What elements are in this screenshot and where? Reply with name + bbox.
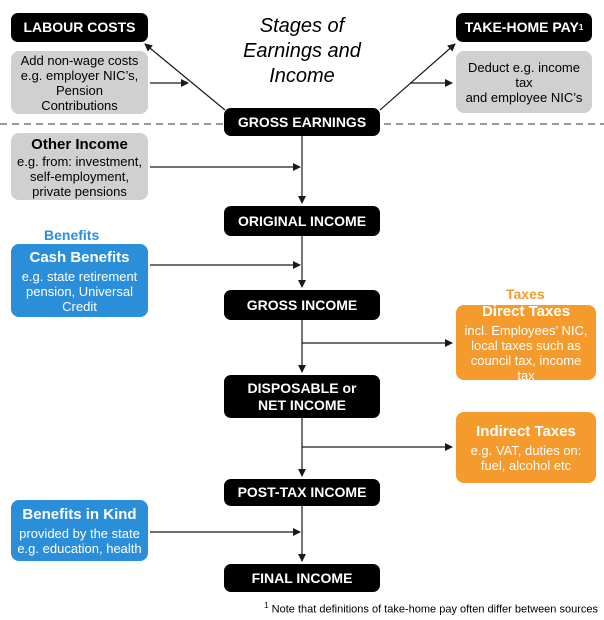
note-line: e.g. VAT, duties on: <box>470 443 582 458</box>
arrow-gross-to-takehome <box>379 43 456 111</box>
stage-label: POST-TAX INCOME <box>237 484 367 500</box>
note-line: private pensions <box>32 183 127 199</box>
direct-taxes-heading: Direct Taxes <box>481 303 571 320</box>
benefits-in-kind-box: Benefits in Kind provided by the state e… <box>11 500 148 561</box>
title-line: Income <box>269 65 335 87</box>
footnote-marker: 1 <box>578 23 584 32</box>
take-home-pay-note: Deduct e.g. income tax and employee NIC’… <box>456 51 592 113</box>
taxes-label: Taxes <box>506 286 545 302</box>
diagram-title: Stages of Earnings and Income <box>222 14 382 89</box>
note-line: e.g. state retirement <box>21 268 138 284</box>
note-line: pension, Universal <box>26 283 133 299</box>
note-line: e.g. education, health <box>17 541 142 556</box>
other-income-heading: Other Income <box>31 135 128 153</box>
note-line: e.g. employer NIC’s, <box>20 67 139 83</box>
note-line: incl. Employees’ NIC, <box>464 323 588 338</box>
labour-costs-box: LABOUR COSTS <box>11 13 148 42</box>
stage-gross-earnings: GROSS EARNINGS <box>224 108 380 136</box>
cash-benefits-box: Cash Benefits e.g. state retirement pens… <box>11 244 148 317</box>
stage-gross-income: GROSS INCOME <box>224 290 380 320</box>
benefits-in-kind-heading: Benefits in Kind <box>22 506 137 523</box>
note-line: e.g. from: investment, <box>17 153 142 169</box>
labour-costs-label: LABOUR COSTS <box>23 19 136 35</box>
stage-final-income: FINAL INCOME <box>224 564 380 592</box>
cash-benefits-heading: Cash Benefits <box>29 248 130 266</box>
note-line: Add non-wage costs <box>20 52 139 68</box>
note-line: Deduct e.g. income tax <box>467 59 580 90</box>
note-line: council tax, income tax <box>470 353 582 383</box>
note-line: and employee NIC’s <box>465 89 583 105</box>
direct-taxes-box: Direct Taxes incl. Employees’ NIC, local… <box>456 303 596 383</box>
indirect-taxes-heading: Indirect Taxes <box>476 423 576 440</box>
note-line: fuel, alcohol etc <box>480 458 572 473</box>
stage-post-tax-income: POST-TAX INCOME <box>224 479 380 506</box>
stage-label: FINAL INCOME <box>251 569 353 586</box>
footnote-text: Note that definitions of take-home pay o… <box>268 603 598 616</box>
note-line: Credit <box>62 298 97 314</box>
stage-label: ORIGINAL INCOME <box>237 212 367 229</box>
note-line: Pension <box>56 82 103 98</box>
other-income-box: Other Income e.g. from: investment, self… <box>11 133 148 200</box>
labour-costs-note: Add non-wage costs e.g. employer NIC’s, … <box>11 51 148 114</box>
title-line: Stages of <box>259 15 345 37</box>
note-line: Contributions <box>41 97 118 113</box>
stage-label: GROSS INCOME <box>246 296 358 313</box>
stage-disposable-income: DISPOSABLE or NET INCOME <box>224 375 380 418</box>
take-home-pay-label: TAKE-HOME PAY <box>464 19 579 35</box>
stage-label: DISPOSABLE or NET INCOME <box>247 379 357 413</box>
stage-label: GROSS EARNINGS <box>237 113 367 130</box>
indirect-taxes-box: Indirect Taxes e.g. VAT, duties on: fuel… <box>456 412 596 483</box>
benefits-label: Benefits <box>44 227 100 243</box>
arrow-gross-to-labour <box>144 43 226 111</box>
footnote-mark: 1 <box>264 601 269 610</box>
note-line: local taxes such as <box>471 338 581 353</box>
note-line: self-employment, <box>30 168 129 184</box>
title-line: Earnings and <box>243 40 361 62</box>
stage-original-income: ORIGINAL INCOME <box>224 206 380 236</box>
note-line: provided by the state <box>19 526 140 541</box>
footnote: 1 Note that definitions of take-home pay… <box>200 601 598 616</box>
